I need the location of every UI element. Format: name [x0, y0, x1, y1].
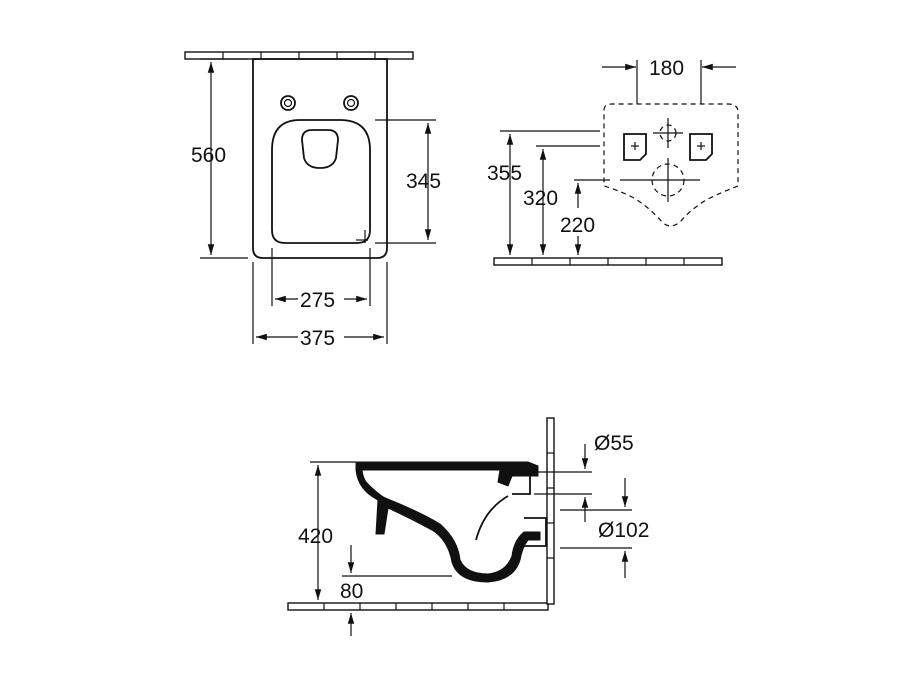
rear-view-floor [493, 257, 723, 266]
dim-label-560: 560 [191, 144, 226, 167]
dimension-375: 375 [252, 262, 388, 350]
dimension-d102: Ø102 [560, 478, 649, 578]
dimension-320: 320 [523, 145, 600, 255]
inlet-circle [653, 118, 683, 148]
dimension-d55: Ø55 [534, 432, 634, 522]
outlet-circle [620, 158, 700, 202]
seat-outline [271, 119, 371, 244]
side-view-floor [287, 602, 549, 611]
dimension-180: 180 [602, 57, 736, 104]
dim-label-180: 180 [649, 57, 684, 80]
bowl-outline [252, 58, 388, 259]
bowl-section [355, 461, 541, 583]
rear-view: 180 355 320 220 [487, 57, 739, 266]
top-view-wall [184, 51, 414, 60]
dim-label-80: 80 [340, 580, 363, 603]
dimension-275: 275 [271, 248, 371, 312]
inlet-connector [500, 471, 531, 495]
dim-label-420: 420 [298, 525, 333, 548]
outlet-connector [524, 517, 547, 547]
dim-label-d55: Ø55 [594, 432, 634, 455]
hinge-hole-left [280, 95, 296, 111]
fixing-slot-left [623, 133, 647, 161]
dim-label-355: 355 [487, 162, 522, 185]
dimension-420: 420 [298, 461, 356, 600]
bowl-opening [301, 129, 339, 169]
side-view: 420 80 Ø55 Ø102 [287, 417, 649, 636]
top-view: 560 345 275 375 [184, 51, 441, 350]
dimension-355: 355 [487, 130, 600, 255]
dim-label-375: 375 [300, 327, 335, 350]
dimension-345: 345 [375, 119, 441, 244]
dimension-560: 560 [191, 58, 248, 259]
hinge-hole-right [343, 95, 359, 111]
rear-outline-dashed [603, 103, 739, 227]
dim-label-320: 320 [523, 187, 558, 210]
dim-label-220: 220 [560, 214, 595, 237]
dim-label-345: 345 [406, 170, 441, 193]
dim-label-275: 275 [300, 289, 335, 312]
side-view-wall [546, 417, 555, 605]
dim-label-d102: Ø102 [598, 519, 649, 542]
fixing-slot-right [689, 133, 713, 161]
dimension-80: 80 [340, 545, 452, 636]
dimension-220: 220 [560, 179, 610, 255]
